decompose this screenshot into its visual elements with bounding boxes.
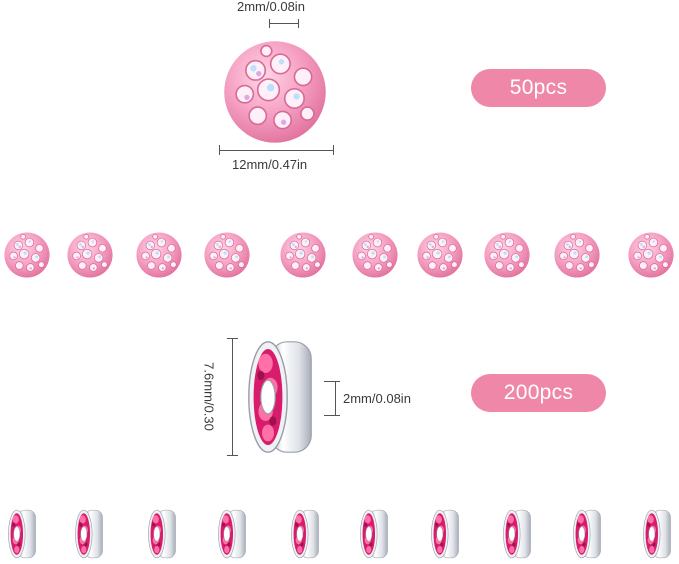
small-bead-7	[416, 230, 464, 280]
small-bead-4	[203, 230, 251, 280]
spacer-height-tick-bottom	[227, 455, 238, 456]
spacer-hole-tick-top	[324, 381, 340, 382]
large-pink-bead-image	[217, 38, 333, 146]
small-spacer-3	[145, 508, 179, 560]
hole-dimension-tick-left	[269, 19, 270, 28]
small-spacer-7	[428, 508, 462, 560]
small-bead-10	[627, 230, 675, 280]
width-dimension-tick-right	[333, 145, 334, 155]
large-rhinestone-spacer-image	[244, 336, 316, 458]
small-bead-2	[66, 230, 114, 280]
small-spacer-9	[570, 508, 604, 560]
spacer-hole-line	[335, 381, 336, 416]
hole-dimension-line	[269, 23, 299, 24]
spacer-row	[0, 508, 679, 560]
spacer-hole-label: 2mm/0.08in	[343, 391, 411, 406]
small-bead-5	[279, 230, 327, 280]
spacer-height-tick-top	[227, 338, 238, 339]
small-bead-3	[135, 230, 183, 280]
spacer-hole-tick-bottom	[324, 415, 340, 416]
small-spacer-1	[5, 508, 39, 560]
bead-row	[0, 230, 679, 284]
hole-dimension-tick-right	[298, 19, 299, 28]
small-spacer-2	[72, 508, 106, 560]
small-bead-1	[3, 230, 51, 280]
small-bead-8	[483, 230, 531, 280]
spacer-count-badge: 200pcs	[471, 374, 606, 412]
small-spacer-5	[288, 508, 322, 560]
small-bead-6	[351, 230, 399, 280]
small-spacer-10	[640, 508, 674, 560]
width-dimension-line	[219, 150, 334, 151]
width-dimension-label: 12mm/0.47in	[232, 157, 308, 172]
hole-dimension-label: 2mm/0.08in	[237, 0, 305, 14]
width-dimension-tick-left	[219, 145, 220, 155]
small-spacer-6	[357, 508, 391, 560]
spacer-height-label: 7.6mm/0.30	[201, 362, 217, 431]
small-spacer-8	[500, 508, 534, 560]
spacer-height-line	[232, 338, 233, 456]
small-bead-9	[553, 230, 601, 280]
small-spacer-4	[215, 508, 249, 560]
bead-count-badge: 50pcs	[471, 69, 606, 107]
